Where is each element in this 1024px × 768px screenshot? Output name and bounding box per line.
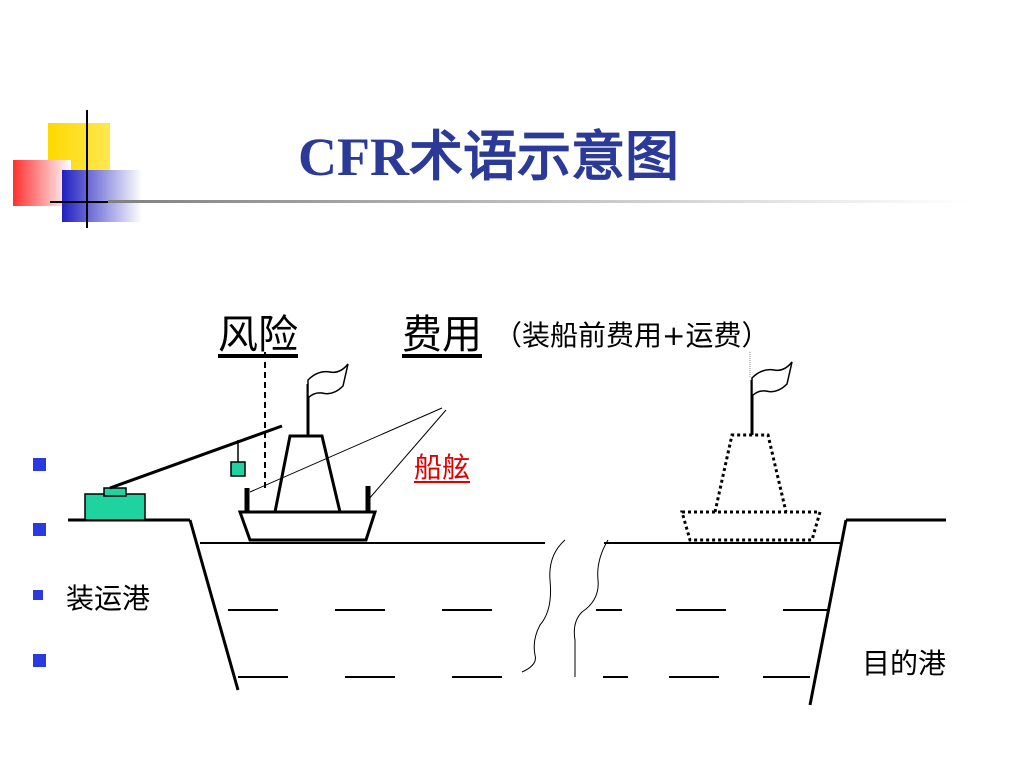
rail-pointer-2 xyxy=(367,409,447,501)
slide-title: CFR术语示意图 xyxy=(298,127,679,187)
crane-base xyxy=(84,493,146,521)
origin-ship-flag xyxy=(307,363,349,400)
origin-ship-hull xyxy=(237,510,378,542)
bullet-4 xyxy=(33,654,46,667)
origin-port-label: 装运港 xyxy=(66,582,151,615)
dest-ship-flag xyxy=(751,361,793,398)
bullet-1 xyxy=(33,458,46,471)
dest-ship-hull xyxy=(680,510,822,542)
crane-boom xyxy=(109,424,283,490)
logo-blue-square xyxy=(62,170,142,222)
bullet-2 xyxy=(33,523,46,536)
break-curve-left xyxy=(521,539,566,673)
ship-rail-label: 船舷 xyxy=(414,451,471,484)
logo-red-square xyxy=(13,160,71,206)
cargo-box xyxy=(230,461,246,477)
destination-port-label: 目的港 xyxy=(862,647,947,680)
dest-quay-wall xyxy=(808,519,848,706)
crane-cab xyxy=(103,487,127,497)
cost-detail: （装船前费用+运费） xyxy=(494,319,770,352)
risk-label: 风险 xyxy=(218,312,298,358)
origin-ship-cabin xyxy=(273,434,342,513)
title-underline xyxy=(108,200,968,203)
cost-label: 费用 xyxy=(402,312,482,358)
bullet-3 xyxy=(33,590,43,600)
origin-quay-wall xyxy=(188,519,240,691)
break-curve-right xyxy=(573,539,609,677)
rail-pointer-1 xyxy=(249,407,443,493)
dest-ship-cabin xyxy=(713,433,788,513)
